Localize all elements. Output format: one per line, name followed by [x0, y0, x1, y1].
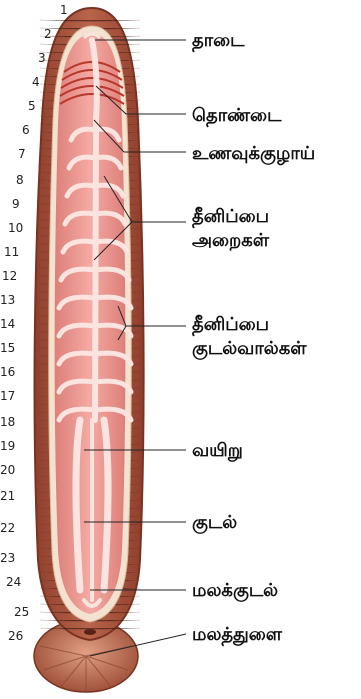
segment-number: 10	[8, 221, 23, 235]
segment-number: 5	[28, 99, 36, 113]
label-pharynx: தொண்டை	[192, 105, 282, 128]
label-intestine: குடல்	[192, 512, 237, 534]
segment-number: 12	[2, 269, 17, 283]
label-anus: மலத்துளை	[192, 624, 283, 647]
label-crop-caeca-line1: தீனிப்பை	[192, 314, 269, 337]
segment-number: 18	[0, 415, 15, 429]
label-crop-caeca-line2: குடல்வால்கள்	[192, 338, 307, 360]
annulus-line	[40, 20, 140, 22]
segment-number: 3	[38, 51, 46, 65]
segment-number: 6	[22, 123, 30, 137]
segment-number: 16	[0, 365, 15, 379]
segment-number: 21	[0, 489, 15, 503]
label-rectum: மலக்குடல்	[192, 580, 278, 602]
segment-number: 17	[0, 389, 15, 403]
segment-number: 1	[60, 3, 68, 17]
segment-number: 24	[6, 575, 21, 589]
label-stomach: வயிறு	[192, 440, 243, 462]
segment-number: 9	[12, 197, 20, 211]
segment-number: 13	[0, 293, 15, 307]
segment-number: 15	[0, 341, 15, 355]
segment-number: 19	[0, 439, 15, 453]
label-mouth: தாடை	[192, 30, 245, 53]
segment-number: 14	[0, 317, 15, 331]
segment-number: 2	[44, 27, 52, 41]
segment-number: 20	[0, 463, 15, 477]
segment-number: 22	[0, 521, 15, 535]
segment-number: 8	[16, 173, 24, 187]
label-crop-chambers-line1: தீனிப்பை	[192, 206, 269, 229]
segment-number: 23	[0, 551, 15, 565]
segment-number: 11	[4, 245, 19, 259]
segment-number: 4	[32, 75, 40, 89]
anus-opening	[84, 629, 96, 635]
label-oesophagus: உணவுக்குழாய்	[192, 143, 315, 166]
label-crop-chambers-line2: அறைகள்	[192, 230, 270, 251]
segment-number: 7	[18, 147, 26, 161]
segment-number: 26	[8, 629, 23, 643]
segment-number: 25	[14, 605, 29, 619]
